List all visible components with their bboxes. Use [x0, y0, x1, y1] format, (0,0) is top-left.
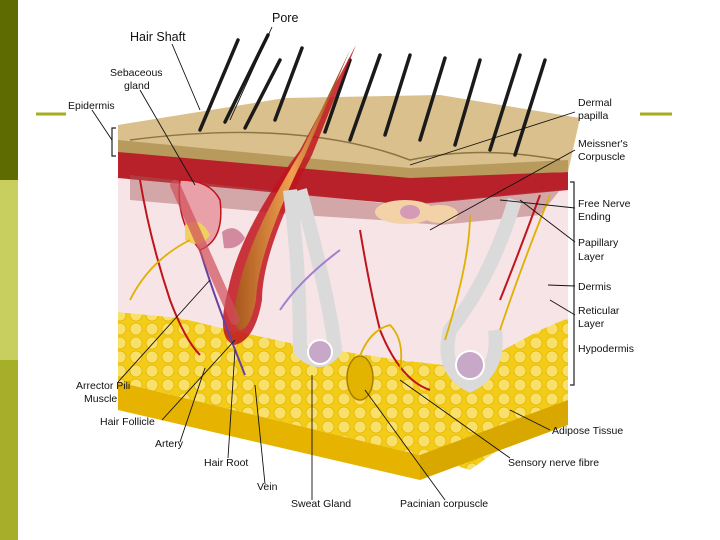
label-arrector-line2: Muscle: [84, 393, 117, 405]
label-sebaceous-line1: Sebaceous: [110, 67, 163, 79]
label-pore: Pore: [272, 12, 298, 24]
label-hair-shaft: Hair Shaft: [130, 31, 186, 43]
label-reticular-line1: Reticular: [578, 305, 619, 317]
label-vein: Vein: [257, 481, 277, 493]
label-pacinian: Pacinian corpuscle: [400, 498, 488, 510]
label-meissner-line1: Meissner's: [578, 138, 628, 150]
label-adipose: Adipose Tissue: [552, 425, 623, 437]
label-sensory-nerve: Sensory nerve fibre: [508, 457, 599, 469]
label-free-nerve-line2: Ending: [578, 211, 611, 223]
label-arrector-line1: Arrector Pili: [76, 380, 130, 392]
label-hair-root: Hair Root: [204, 457, 248, 469]
label-hypodermis: Hypodermis: [578, 343, 634, 355]
label-sebaceous-line2: gland: [124, 80, 150, 92]
label-artery: Artery: [155, 438, 183, 450]
label-meissner-line2: Corpuscle: [578, 151, 625, 163]
pacinian-corpuscle-shape: [347, 356, 373, 400]
label-free-nerve-line1: Free Nerve: [578, 198, 631, 210]
label-papillary-line2: Layer: [578, 251, 604, 263]
label-dermal-papilla-line2: papilla: [578, 110, 608, 122]
label-dermal-papilla-line1: Dermal: [578, 97, 612, 109]
label-dermis: Dermis: [578, 281, 611, 293]
label-sweat-gland: Sweat Gland: [291, 498, 351, 510]
label-epidermis: Epidermis: [68, 100, 115, 112]
label-reticular-line2: Layer: [578, 318, 604, 330]
label-hair-follicle: Hair Follicle: [100, 416, 155, 428]
label-papillary-line1: Papillary: [578, 237, 618, 249]
